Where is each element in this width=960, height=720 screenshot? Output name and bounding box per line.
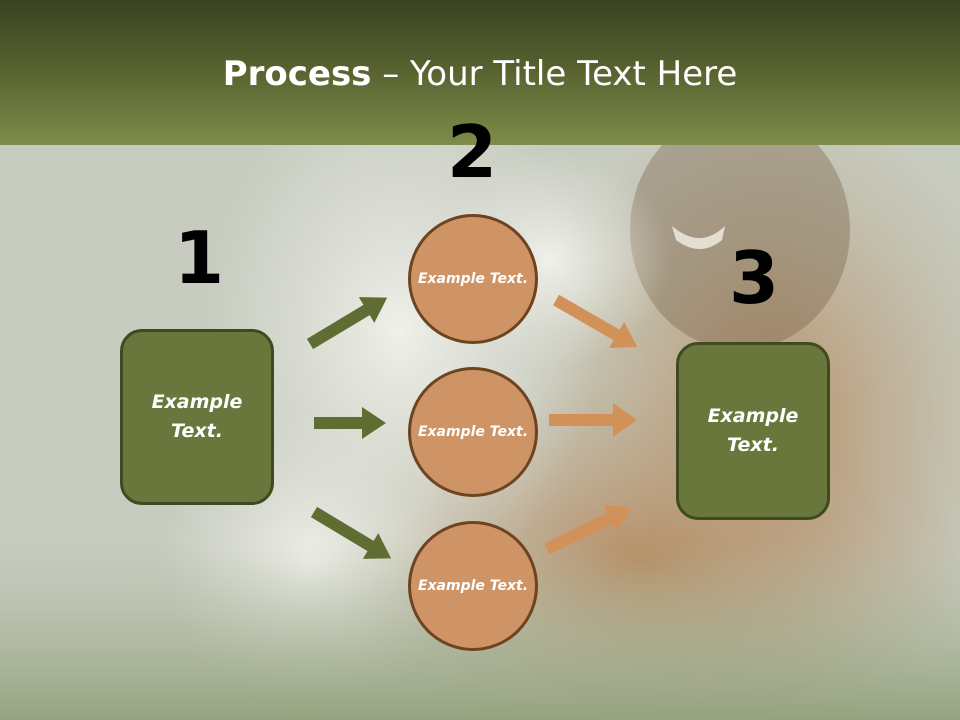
process-circle-3-label: Example Text. bbox=[417, 577, 529, 594]
step-box-1-label: Example Text. bbox=[151, 391, 243, 442]
step-box-3[interactable]: Example Text. bbox=[676, 342, 830, 520]
arrow-to-circle-2 bbox=[314, 407, 386, 439]
arrow-group-green bbox=[306, 297, 392, 559]
arrow-to-circle-3 bbox=[310, 506, 392, 559]
arrow-from-circle-1 bbox=[553, 294, 638, 348]
title-bold: Process bbox=[222, 54, 372, 94]
process-circle-1[interactable]: Example Text. bbox=[408, 214, 538, 344]
arrow-from-circle-3 bbox=[544, 504, 632, 555]
process-circle-3[interactable]: Example Text. bbox=[408, 521, 538, 651]
step-number-2: 2 bbox=[446, 110, 498, 194]
title-rest: – Your Title Text Here bbox=[371, 54, 738, 94]
arrow-group-orange bbox=[544, 294, 638, 555]
arrow-from-circle-2 bbox=[549, 403, 637, 437]
title-bar bbox=[0, 0, 960, 145]
step-number-3: 3 bbox=[728, 236, 780, 320]
step-box-3-label: Example Text. bbox=[707, 405, 799, 456]
arrow-to-circle-1 bbox=[306, 297, 388, 350]
process-circle-1-label: Example Text. bbox=[417, 270, 529, 287]
slide-title: Process – Your Title Text Here bbox=[0, 52, 960, 96]
process-circle-2-label: Example Text. bbox=[417, 423, 529, 440]
step-number-1: 1 bbox=[173, 216, 225, 300]
process-circle-2[interactable]: Example Text. bbox=[408, 367, 538, 497]
step-box-1[interactable]: Example Text. bbox=[120, 329, 274, 505]
